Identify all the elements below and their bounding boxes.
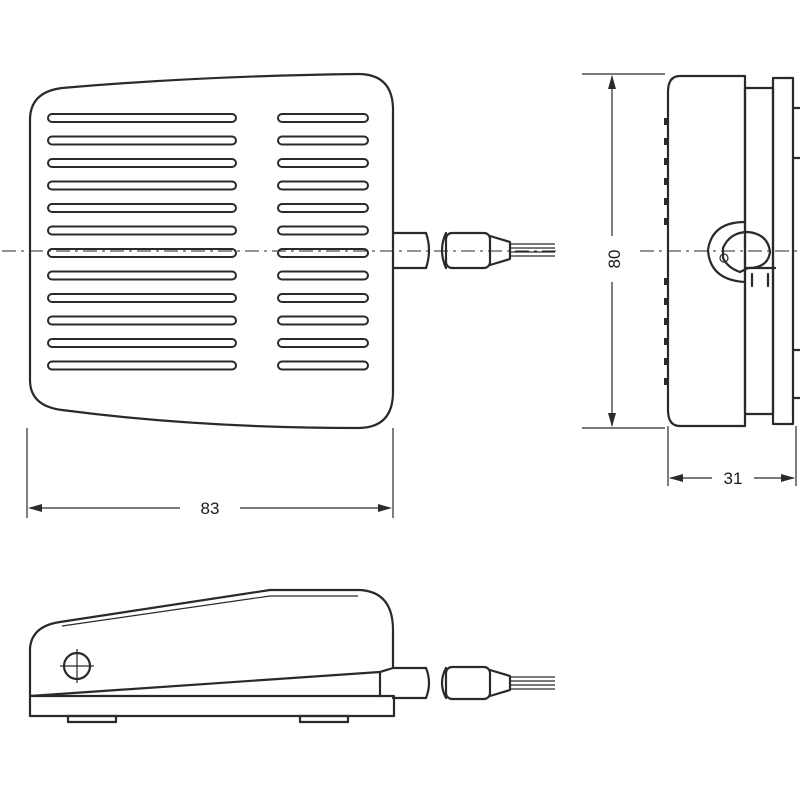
vent-slot-right [277,315,369,326]
vent-slot-right [277,360,369,371]
rib-mark [664,178,669,185]
profile-base-plate [28,694,396,718]
depth-dimension-label: 31 [724,469,743,488]
vent-slot-right [277,293,369,303]
vent-slot-right [277,113,369,123]
vent-slot-right [277,135,369,146]
rib-mark [664,198,669,205]
rib-mark [664,378,669,385]
vent-slot-left [47,113,237,123]
vent-slot-right [277,338,369,348]
vent-slot-right [277,203,369,213]
right-side-view: 80 31 [582,73,800,488]
rib-mark [664,358,669,365]
vent-slot-right [277,248,369,258]
vent-slot-left [47,360,237,371]
vent-slot-left [47,180,237,191]
rib-mark [664,138,669,145]
side-view-ribs [664,118,669,385]
vent-slot-right [277,180,369,191]
vent-slot-left [47,293,237,303]
side-view-body [666,74,747,428]
profile-cable [391,665,555,701]
height-dimension: 80 [582,73,665,429]
rib-mark [664,338,669,345]
vent-slot-left [47,225,237,236]
rib-mark [664,318,669,325]
height-dimension-label: 80 [605,250,624,269]
vent-slot-left [47,315,237,326]
profile-pedal [28,588,395,698]
side-view-cable-entry [706,220,777,288]
width-dimension-label: 83 [201,499,220,518]
top-view-outline [28,72,395,430]
rib-mark [664,278,669,285]
vent-slot-left [47,158,237,168]
rib-mark [664,118,669,125]
vent-slot-right [277,158,369,168]
vent-slot-left [47,135,237,146]
rib-mark [664,298,669,305]
slots-left-column [47,113,237,371]
vent-slot-left [47,338,237,348]
vent-slot-left [47,203,237,213]
rib-mark [664,218,669,225]
vent-slot-left [47,248,237,258]
vent-slot-left [47,270,237,281]
vent-slot-right [277,270,369,281]
depth-dimension: 31 [667,426,797,488]
profile-view [28,588,555,724]
width-dimension: 83 [26,428,394,518]
rib-mark [664,158,669,165]
top-view: 83 [2,72,560,518]
vent-slot-right [277,225,369,236]
slots-right-column [277,113,369,371]
